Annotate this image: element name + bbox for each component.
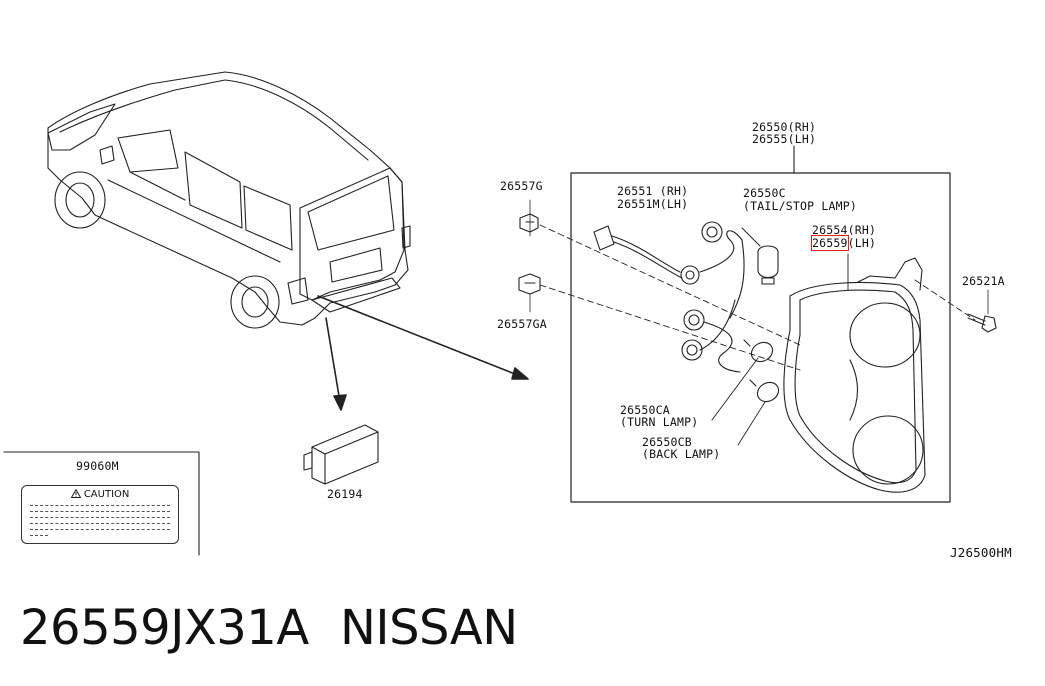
label-bulb-tail: 26550C (743, 186, 786, 200)
label-harness-lh: 26551M(LH) (617, 197, 689, 211)
clip-ga-illustration (518, 273, 541, 295)
caution-frame (3, 451, 200, 556)
label-bulb-back-desc: (BACK LAMP) (642, 447, 721, 461)
label-caution-part: 99060M (76, 459, 119, 473)
license-lamp-illustration (303, 424, 379, 485)
brand-name: NISSAN (340, 600, 518, 656)
bolt-illustration (967, 289, 997, 333)
bulb-back-illustration (749, 379, 780, 403)
label-lens-rh: 26554(RH) (812, 223, 877, 237)
bulb-tail-illustration (757, 245, 779, 285)
label-bolt: 26521A (962, 274, 1005, 288)
bulb-turn-illustration (743, 339, 774, 363)
part-number-title: 26559JX31A (20, 600, 309, 656)
label-lens-lh-side: (LH) (847, 236, 877, 250)
label-lens-lh: 26559(LH) (811, 235, 877, 251)
caution-label-illustration: CAUTION (21, 485, 179, 544)
label-harness-rh: 26551 (RH) (617, 184, 689, 198)
van-illustration (47, 71, 411, 329)
caution-text-lines (30, 505, 170, 541)
caution-title-text: CAUTION (83, 489, 130, 500)
label-housing-lh: 26555(LH) (752, 132, 817, 146)
alignment-dashes (539, 224, 976, 371)
label-license-lamp: 26194 (327, 487, 363, 501)
diagram-code: J26500HM (950, 545, 1012, 560)
clip-g-illustration (519, 213, 539, 233)
label-housing-rh: 26550(RH) (752, 120, 817, 134)
lamp-lens-illustration (783, 253, 926, 493)
label-bulb-back: 26550CB (642, 435, 692, 449)
label-clip-g: 26557G (500, 179, 543, 193)
caution-title: CAUTION (22, 488, 178, 501)
label-bulb-turn: 26550CA (620, 403, 670, 417)
label-bulb-turn-desc: (TURN LAMP) (620, 415, 699, 429)
warning-triangle-icon (70, 488, 81, 498)
label-bulb-tail-desc: (TAIL/STOP LAMP) (743, 199, 857, 213)
callout-arrows (317, 295, 529, 411)
wiring-harness-illustration (593, 221, 745, 373)
assembly-box (570, 172, 951, 503)
highlighted-part-number[interactable]: 26559 (811, 235, 849, 251)
label-clip-ga: 26557GA (497, 317, 547, 331)
